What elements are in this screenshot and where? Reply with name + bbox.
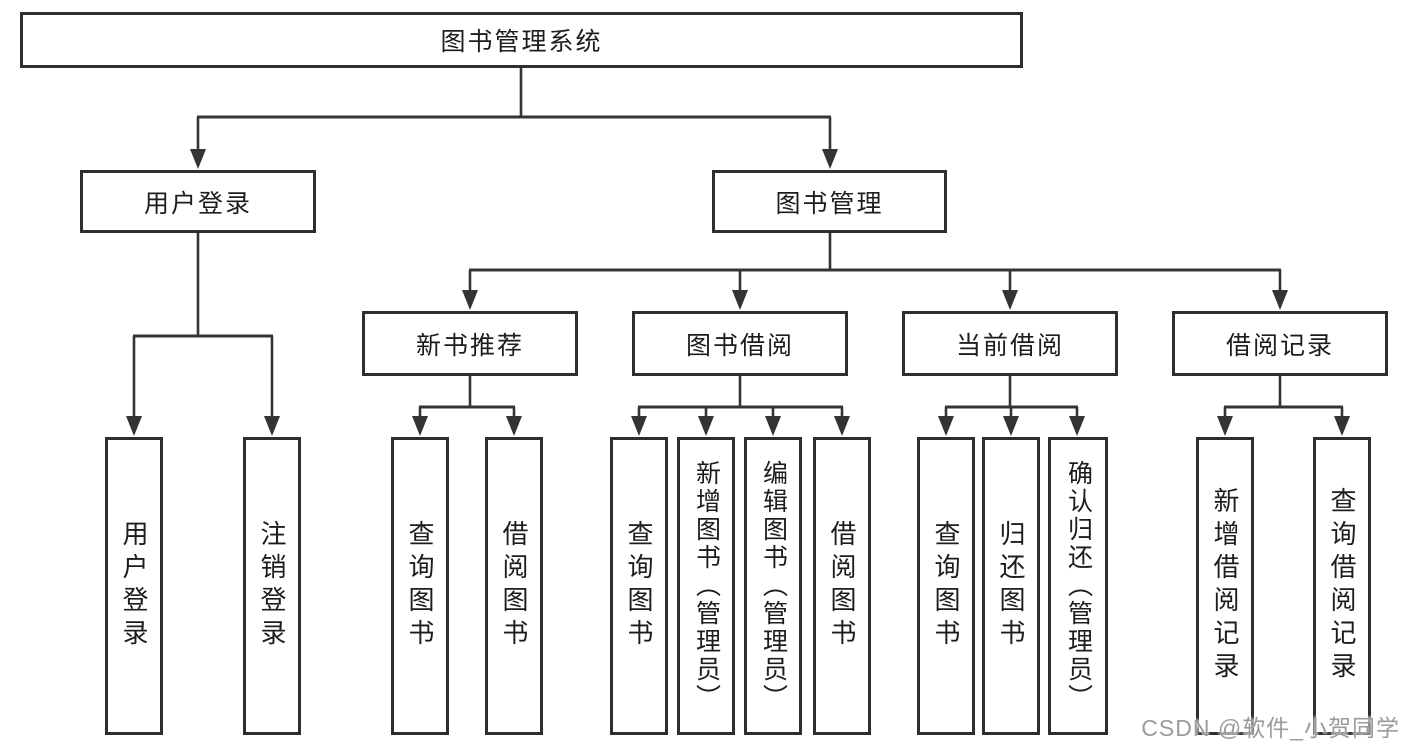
leaf-confirm-return-admin: 确认归还（管理员） (1048, 437, 1108, 735)
node-label: 借阅图书 (499, 520, 529, 652)
node-root-library-system: 图书管理系统 (20, 12, 1023, 68)
arrowhead (834, 416, 850, 436)
node-label: 新增借阅记录 (1210, 487, 1240, 685)
arrowhead (1069, 416, 1085, 436)
arrowhead (412, 416, 428, 436)
leaf-query-books-current: 查询图书 (917, 437, 975, 735)
arrowhead (506, 416, 522, 436)
arrowhead (698, 416, 714, 436)
arrowhead (264, 416, 280, 436)
leaf-return-books: 归还图书 (982, 437, 1040, 735)
arrowhead (732, 290, 748, 310)
arrowhead (822, 149, 838, 169)
node-borrow-records: 借阅记录 (1172, 311, 1388, 376)
arrowhead (1217, 416, 1233, 436)
arrowhead (631, 416, 647, 436)
node-label: 查询借阅记录 (1327, 487, 1357, 685)
leaf-user-login: 用户登录 (105, 437, 163, 735)
arrowhead (1002, 290, 1018, 310)
node-label: 借阅图书 (827, 520, 857, 652)
arrowhead (126, 416, 142, 436)
arrowhead (938, 416, 954, 436)
node-label: 当前借阅 (955, 331, 1064, 360)
node-label: 确认归还（管理员） (1064, 460, 1093, 712)
arrowhead (462, 290, 478, 310)
leaf-add-book-admin: 新增图书（管理员） (677, 437, 735, 735)
leaf-borrow-books: 借阅图书 (813, 437, 871, 735)
leaf-query-books-recommend: 查询图书 (391, 437, 449, 735)
node-label: 查询图书 (624, 520, 654, 652)
node-branch-book-management: 图书管理 (712, 170, 947, 233)
node-current-borrow: 当前借阅 (902, 311, 1118, 376)
leaf-add-borrow-record: 新增借阅记录 (1196, 437, 1254, 735)
node-label: 图书借阅 (685, 331, 794, 360)
arrowhead (190, 149, 206, 169)
node-label: 用户登录 (143, 189, 252, 218)
leaf-logout: 注销登录 (243, 437, 301, 735)
node-label: 图书管理系统 (440, 28, 603, 56)
leaf-borrow-books-recommend: 借阅图书 (485, 437, 543, 735)
node-label: 新书推荐 (415, 331, 524, 360)
node-label: 编辑图书（管理员） (759, 460, 788, 712)
leaf-edit-book-admin: 编辑图书（管理员） (744, 437, 802, 735)
node-label: 新增图书（管理员） (692, 460, 721, 712)
node-label: 注销登录 (257, 520, 287, 652)
node-book-borrow: 图书借阅 (632, 311, 848, 376)
arrowhead (1272, 290, 1288, 310)
node-label: 归还图书 (996, 520, 1026, 652)
leaf-query-borrow-record: 查询借阅记录 (1313, 437, 1371, 735)
csdn-watermark: CSDN @软件_小贺同学 (1141, 715, 1400, 741)
arrowhead (1003, 416, 1019, 436)
leaf-query-books-borrow: 查询图书 (610, 437, 668, 735)
arrowhead (765, 416, 781, 436)
node-label: 查询图书 (931, 520, 961, 652)
node-label: 借阅记录 (1225, 331, 1334, 360)
arrowhead (1334, 416, 1350, 436)
node-label: 用户登录 (119, 520, 149, 652)
node-label: 图书管理 (775, 189, 884, 218)
node-branch-user-login: 用户登录 (80, 170, 316, 233)
node-label: 查询图书 (405, 520, 435, 652)
node-new-book-recommend: 新书推荐 (362, 311, 578, 376)
